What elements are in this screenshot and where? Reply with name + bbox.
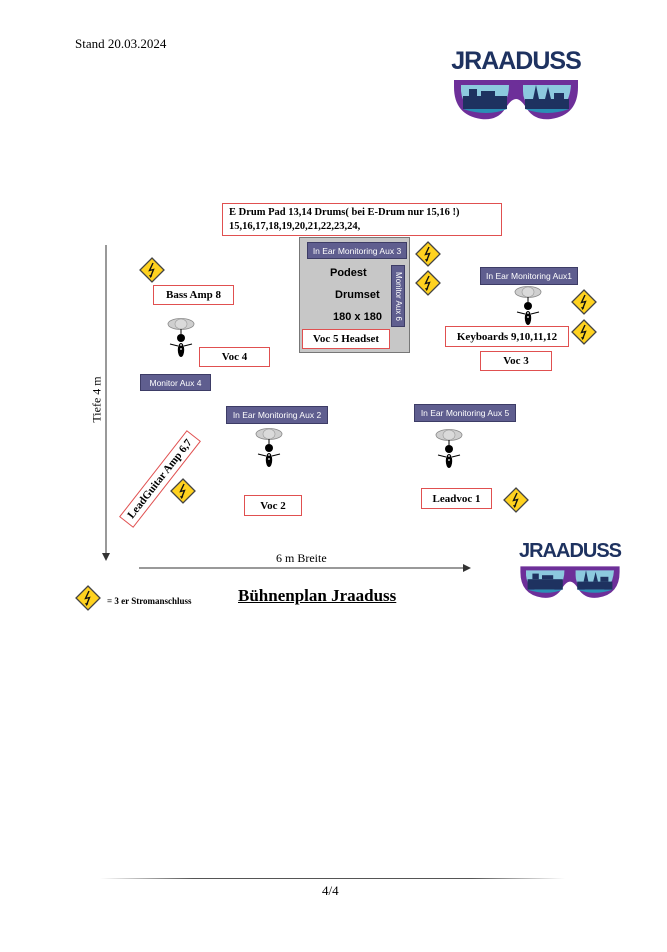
date-stamp: Stand 20.03.2024 <box>75 36 167 51</box>
singer-leadvoc-icon <box>429 428 469 474</box>
podest-label: Podest <box>330 267 367 279</box>
power-outlet-icon <box>75 585 101 611</box>
monitor-aux-4: Monitor Aux 4 <box>140 374 211 391</box>
power-outlet-icon <box>415 270 441 296</box>
width-axis-label: 6 m Breite <box>276 551 327 565</box>
voc3-label: Voc 3 <box>480 351 552 371</box>
jraaduss-logo-bottom: JRAADUSS <box>518 540 622 604</box>
logo-text: JRAADUSS <box>451 47 582 75</box>
in-ear-monitoring-aux-1: In Ear Monitoring Aux1 <box>480 267 578 285</box>
legend-text: = 3 er Stromanschluss <box>107 596 192 606</box>
power-outlet-icon <box>139 257 165 283</box>
voc5-headset-label: Voc 5 Headset <box>302 329 390 349</box>
monitor-aux-6-label: Monitor Aux 6 <box>393 271 403 321</box>
drumset-label: Drumset <box>335 289 380 301</box>
in-ear-monitoring-aux-2: In Ear Monitoring Aux 2 <box>226 406 328 424</box>
voc4-label: Voc 4 <box>199 347 270 367</box>
keyboards-label: Keyboards 9,10,11,12 <box>445 326 569 347</box>
power-outlet-icon <box>503 487 529 513</box>
singer-voc3-icon <box>508 285 548 331</box>
footer-rule <box>100 878 565 879</box>
in-ear-monitoring-aux-5: In Ear Monitoring Aux 5 <box>414 404 516 422</box>
drums-box: E Drum Pad 13,14 Drums( bei E-Drum nur 1… <box>222 203 502 236</box>
logo-text: JRAADUSS <box>518 540 622 562</box>
width-axis-arrow <box>139 564 471 572</box>
power-outlet-icon <box>571 319 597 345</box>
page-title: Bühnenplan Jraaduss <box>238 586 397 605</box>
voc2-label: Voc 2 <box>244 495 302 516</box>
in-ear-monitoring-aux-3: In Ear Monitoring Aux 3 <box>307 242 407 259</box>
power-outlet-icon <box>170 478 196 504</box>
power-outlet-icon <box>571 289 597 315</box>
page-number: 4/4 <box>322 883 339 898</box>
podest-size: 180 x 180 <box>333 311 382 323</box>
drums-line-1: E Drum Pad 13,14 Drums( bei E-Drum nur 1… <box>229 207 460 218</box>
monitor-aux-6: Monitor Aux 6 <box>391 265 405 327</box>
depth-axis-label: Tiefe 4 m <box>89 376 104 423</box>
leadvoc-label: Leadvoc 1 <box>421 488 492 509</box>
power-outlet-icon <box>415 241 441 267</box>
bass-amp-label: Bass Amp 8 <box>153 285 234 305</box>
drums-line-2: 15,16,17,18,19,20,21,22,23,24, <box>229 221 361 232</box>
depth-axis-arrow <box>102 245 110 561</box>
singer-voc4-icon <box>161 317 201 363</box>
singer-voc2-icon <box>249 427 289 473</box>
jraaduss-logo-top: JRAADUSS <box>450 47 582 127</box>
